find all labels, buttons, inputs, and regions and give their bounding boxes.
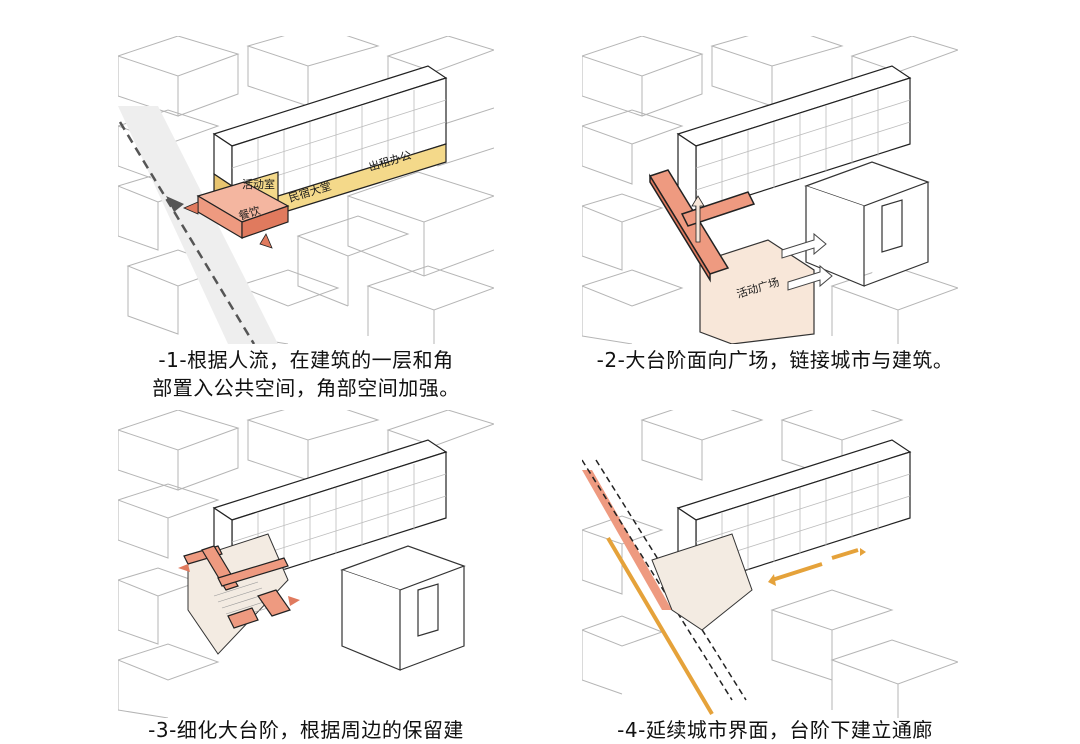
caption-panel-4: -4-延续城市界面，台阶下建立通廊 xyxy=(617,718,933,742)
diagram-panel-2: 活动广场 xyxy=(582,36,958,344)
caption-panel-3: -3-细化大台阶，根据周边的保留建 xyxy=(148,718,464,742)
diagram-4-drawing xyxy=(582,410,958,718)
diagram-panel-1: 活动室 民宿大堂 出租办公 餐饮 xyxy=(118,36,494,344)
diagram-panel-4 xyxy=(582,410,958,718)
diagram-1-drawing: 活动室 民宿大堂 出租办公 餐饮 xyxy=(118,36,494,344)
label-dining: 餐饮 xyxy=(237,203,262,223)
diagram-panel-3 xyxy=(118,410,494,718)
label-activity-room: 活动室 xyxy=(242,177,275,191)
caption-panel-1: -1-根据人流，在建筑的一层和角 部置入公共空间，角部空间加强。 xyxy=(152,348,460,400)
diagram-2-drawing: 活动广场 xyxy=(582,36,958,344)
caption-panel-2: -2-大台阶面向广场，链接城市与建筑。 xyxy=(596,348,954,372)
diagram-3-drawing xyxy=(118,410,494,718)
